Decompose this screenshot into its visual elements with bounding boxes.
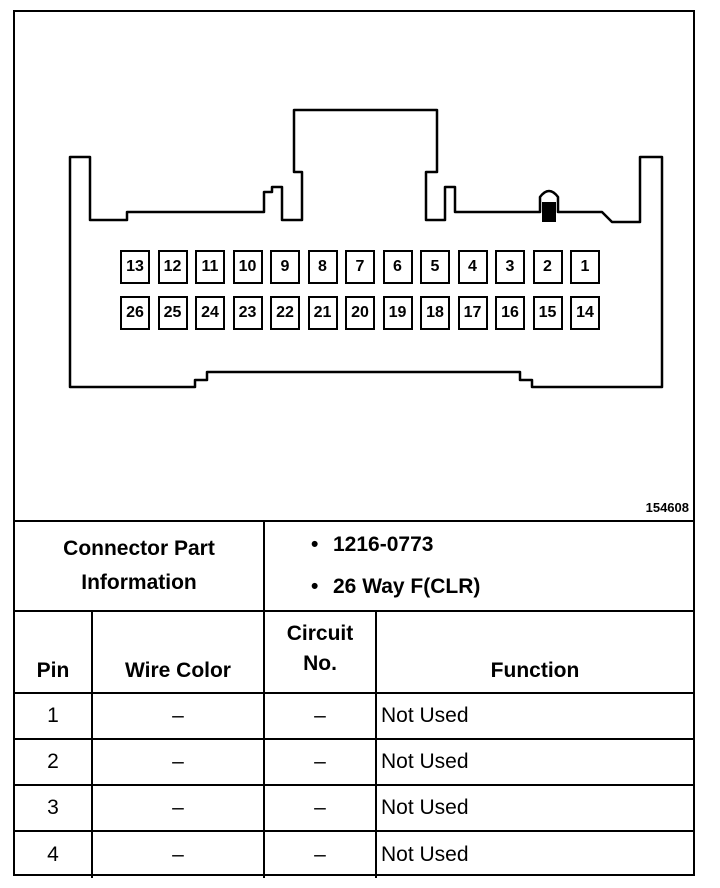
function: Not Used xyxy=(381,843,469,866)
pin-cavity-2: 2 xyxy=(532,250,563,284)
bullet: • xyxy=(311,575,319,598)
connector-part-info: Connector Part Information • 1216-0773 • 2… xyxy=(15,520,693,612)
pin-number: 4 xyxy=(15,832,93,878)
part-info-label: Connector Part Information xyxy=(15,522,265,610)
housing-outline xyxy=(68,108,664,389)
circuit-number: – xyxy=(265,694,377,738)
table-row: 1 – – Not Used xyxy=(15,694,693,740)
table-row: 3 – – Not Used xyxy=(15,786,693,832)
header-wire-color: Wire Color xyxy=(93,612,265,692)
pin-cavity-25: 25 xyxy=(157,296,188,330)
pin-cavity-22: 22 xyxy=(270,296,300,330)
part-description-item: • 26 Way F(CLR) xyxy=(311,566,693,608)
pin-cavity-11: 11 xyxy=(195,250,225,284)
pin-cavity-23: 23 xyxy=(232,296,263,330)
wire-color: – xyxy=(93,786,265,830)
table-header-row: Pin Wire Color Circuit No. Function xyxy=(15,612,693,694)
function: Not Used xyxy=(381,704,469,727)
pin-cavity-26: 26 xyxy=(120,296,150,330)
pin-cavity-17: 17 xyxy=(457,296,488,330)
pin-cavity-8: 8 xyxy=(307,250,338,284)
part-info-values: • 1216-0773 • 26 Way F(CLR) xyxy=(265,522,693,610)
pin-number: 2 xyxy=(15,740,93,784)
part-number: 1216-0773 xyxy=(333,533,434,556)
pin-cavity-5: 5 xyxy=(420,250,450,284)
pin-cavity-24: 24 xyxy=(195,296,225,330)
table-row: 2 – – Not Used xyxy=(15,740,693,786)
connector-outline xyxy=(68,108,664,389)
header-circuit-line2: No. xyxy=(303,652,337,675)
pin-cavity-1: 1 xyxy=(570,250,600,284)
pin-cavity-6: 6 xyxy=(382,250,413,284)
pin-cavity-18: 18 xyxy=(420,296,450,330)
pin-cavity-3: 3 xyxy=(495,250,525,284)
part-description: 26 Way F(CLR) xyxy=(333,575,481,598)
latch-tab xyxy=(542,202,556,222)
header-function: Function xyxy=(490,659,580,682)
figure-id: 154608 xyxy=(645,500,689,515)
part-number-item: • 1216-0773 xyxy=(311,524,693,566)
pin-cavity-19: 19 xyxy=(382,296,413,330)
pin-cavity-9: 9 xyxy=(270,250,300,284)
circuit-number: – xyxy=(265,740,377,784)
circuit-number: – xyxy=(265,786,377,830)
wire-color: – xyxy=(93,694,265,738)
pin-cavity-16: 16 xyxy=(495,296,525,330)
circuit-number: – xyxy=(265,832,377,878)
pin-cavity-10: 10 xyxy=(232,250,263,284)
header-pin: Pin xyxy=(15,612,93,692)
pin-cavity-12: 12 xyxy=(157,250,188,284)
pin-cavity-21: 21 xyxy=(307,296,338,330)
part-info-label-line2: Information xyxy=(81,571,197,594)
pin-cavity-14: 14 xyxy=(570,296,600,330)
pin-cavity-4: 4 xyxy=(457,250,488,284)
pin-cavity-7: 7 xyxy=(345,250,375,284)
function: Not Used xyxy=(381,750,469,773)
pin-cavity-20: 20 xyxy=(345,296,375,330)
pin-number: 3 xyxy=(15,786,93,830)
header-circuit-line1: Circuit xyxy=(286,622,354,645)
pin-cavity-15: 15 xyxy=(532,296,563,330)
pin-number: 1 xyxy=(15,694,93,738)
wire-color: – xyxy=(93,832,265,878)
part-info-label-line1: Connector Part xyxy=(63,537,215,560)
wire-color: – xyxy=(93,740,265,784)
pin-cavity-13: 13 xyxy=(120,250,150,284)
table-row: 4 – – Not Used xyxy=(15,832,693,878)
bullet: • xyxy=(311,533,319,556)
function: Not Used xyxy=(381,796,469,819)
header-circuit-no: Circuit No. xyxy=(265,612,377,692)
